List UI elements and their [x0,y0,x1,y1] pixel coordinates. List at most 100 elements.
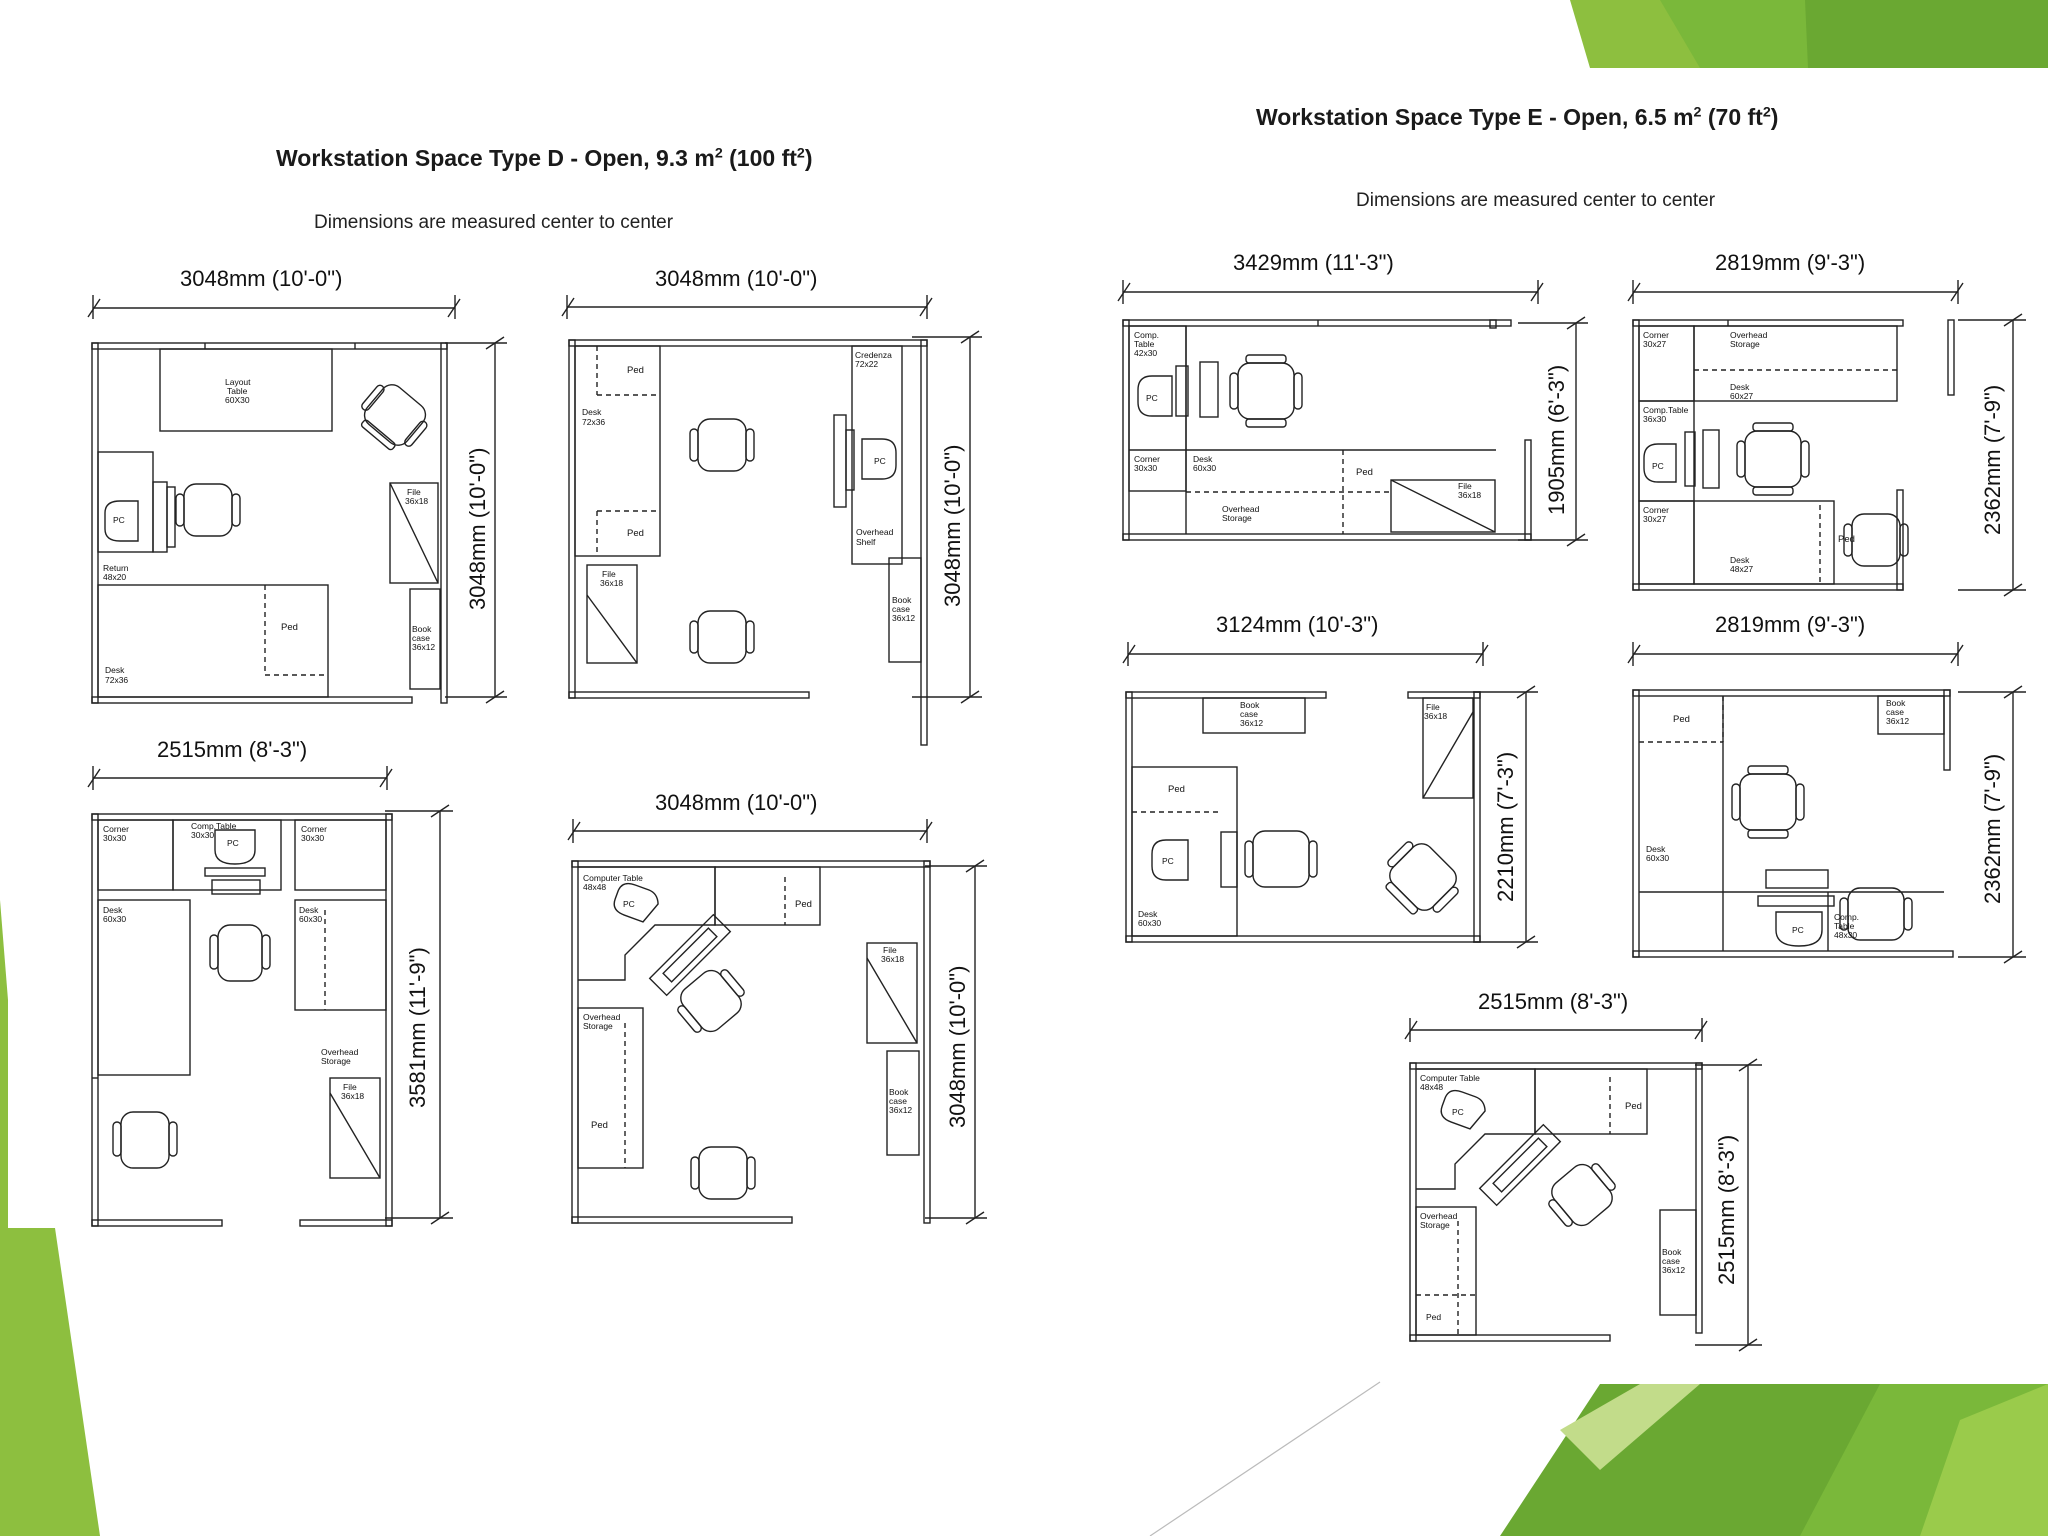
dimension-width-e5 [1404,1018,1708,1042]
monitor [1220,831,1238,888]
label: 48x20 [103,572,126,582]
height-dimension-label: 2210mm (7'-3") [1493,752,1518,902]
label: Ped [1168,784,1185,795]
label: Ped [281,622,298,633]
monitor [1684,431,1696,487]
label: Comp. [1134,330,1159,340]
label: Storage [1420,1220,1450,1230]
label: Ped [591,1120,608,1131]
keyboard [1199,361,1219,418]
credenza [851,345,903,565]
bookcase [1202,697,1306,734]
label: Overhead [1420,1211,1458,1221]
file-cabinet [389,482,439,584]
width-dimension-label: 2515mm (8'-3") [157,737,307,762]
overhead-shelf [833,414,847,508]
label: 36x18 [341,1091,364,1101]
label: Table [227,386,248,396]
dimension-height-d2 [912,330,982,704]
label: PC [1652,461,1664,471]
label: Overhead [1730,330,1768,340]
label: 42x30 [1134,348,1157,358]
keyboard [1702,429,1720,489]
label: 60x30 [1646,853,1669,863]
dimension-height-e5 [1695,1058,1762,1352]
label: 48x48 [583,882,606,892]
chair-icon [1736,422,1810,496]
label: PC [1452,1107,1464,1117]
pc-desk [152,481,168,553]
corner-unit [294,819,387,891]
label: Shelf [856,537,876,547]
label: Book [1240,700,1260,710]
chair-icon [112,1111,178,1169]
chair-icon [689,418,755,472]
label: 48x27 [1730,564,1753,574]
bookcase [886,1050,920,1156]
dimension-width-e1 [1117,280,1544,304]
chair-icon [1385,841,1459,915]
label: case [412,633,430,643]
chair-icon [1229,354,1303,428]
chair-icon [690,1146,756,1200]
label: File [883,945,897,955]
width-dimension-label: 3048mm (10'-0") [655,790,817,815]
height-dimension-label: 2515mm (8'-3") [1714,1135,1739,1285]
label: Book [892,595,912,605]
label: 36x12 [412,642,435,652]
width-dimension-label: 2819mm (9'-3") [1715,612,1865,637]
pc-icon [1151,839,1189,881]
chair-icon [1839,887,1913,941]
partition-walls [1125,691,1481,943]
label: 60x30 [299,914,322,924]
label: Comp.Table [191,821,237,831]
chair-icon [360,384,428,451]
bookcase [1877,695,1945,735]
label: Desk [582,407,602,417]
label: Overhead [321,1047,359,1057]
section-d-subtitle: Dimensions are measured center to center [314,212,674,233]
label: File [1426,702,1440,712]
label: 36x12 [1240,718,1263,728]
file-cabinet [866,942,918,1044]
pc-icon [214,829,256,865]
label: 60x30 [103,914,126,924]
monitor [1175,365,1189,417]
floor-plan-e3: 3124mm (10'-3") 2210mm (7'-3") Book case… [1122,612,1538,949]
bookcase [409,588,441,690]
height-dimension-label: 3581mm (11'-9") [405,947,430,1108]
label: 36x18 [405,496,428,506]
pc-icon [1137,375,1173,417]
chair-icon [689,610,755,664]
floor-plan-e4: 2819mm (9'-3") 2362mm (7'-9") Ped Book c… [1627,612,2026,964]
label: PC [1146,393,1158,403]
layout-table [159,348,333,432]
label: Book [412,624,432,634]
chair-icon [1731,765,1805,839]
dimension-width-e2 [1627,280,1964,304]
height-dimension-label: 3048mm (10'-0") [465,448,490,610]
width-dimension-label: 2515mm (8'-3") [1478,989,1628,1014]
partition-walls [571,860,931,1224]
floor-plan-d1: 3048mm (10'-0") 3048mm (10'-0") Layout T… [87,266,507,704]
width-dimension-label: 3429mm (11'-3") [1233,250,1394,275]
label: Table [1134,339,1155,349]
floor-plan-e1: 3429mm (11'-3") 1905mm (6'-3") Comp. Tab… [1117,250,1588,547]
label: 60x30 [1193,463,1216,473]
chair-icon [175,483,241,537]
file-cabinet [1422,697,1474,799]
desk [294,899,387,1011]
label: 36x30 [1643,414,1666,424]
label: case [1662,1256,1680,1266]
partition-walls [1632,689,1954,958]
label: Table [1834,921,1855,931]
label: Desk [1730,382,1750,392]
label: 36x12 [889,1105,912,1115]
dimension-width-d2 [561,295,933,319]
width-dimension-label: 3124mm (10'-3") [1216,612,1378,637]
dimension-width-d1 [87,295,461,319]
section-e-title: Workstation Space Type E - Open, 6.5 m2 … [1256,104,1779,130]
label: Ped [627,528,644,539]
label: Ped [627,365,644,376]
dimension-width-e3 [1122,642,1489,666]
